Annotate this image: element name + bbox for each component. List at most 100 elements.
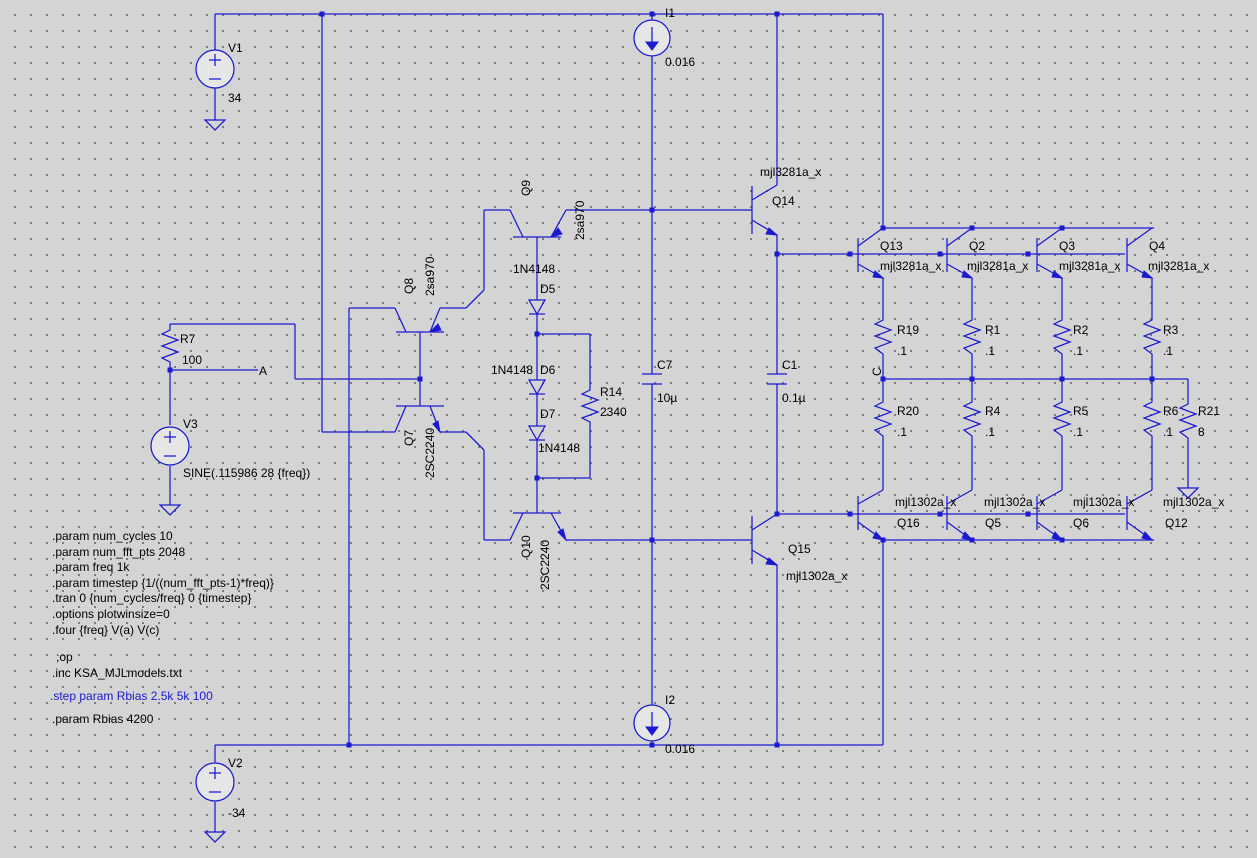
- label-r5-name: R5: [1073, 404, 1089, 418]
- label-q8-value: 2sa970: [423, 256, 437, 296]
- directive-line: .param num_cycles 10: [52, 529, 173, 543]
- transistor-q9: [509, 209, 567, 238]
- label-q16-name: Q16: [897, 516, 920, 530]
- directive-line: .param num_fft_pts 2048: [52, 545, 186, 559]
- resistor-r21: [1178, 400, 1198, 440]
- transistor-q4: [1126, 227, 1154, 279]
- transistor-q12: [1126, 489, 1154, 541]
- label-net-c: C: [870, 367, 884, 376]
- label-r2-name: R2: [1073, 323, 1089, 337]
- step-directive: .step param Rbias 2.5k 5k 100: [50, 689, 213, 703]
- label-r2-value: .1: [1073, 344, 1083, 358]
- label-q10-name: Q10: [519, 535, 533, 558]
- label-q10-value: 2SC2240: [538, 540, 552, 590]
- param-directive: .param Rbias 4200: [52, 712, 154, 726]
- spice-directives: .param num_cycles 10 .param num_fft_pts …: [50, 529, 274, 726]
- resistor-r5: [1052, 398, 1072, 440]
- label-q6-name: Q6: [1073, 516, 1089, 530]
- transistor-q15: [751, 513, 779, 566]
- resistor-r20: [873, 398, 893, 440]
- label-net-a: A: [259, 364, 267, 378]
- transistor-q3: [1036, 227, 1064, 279]
- label-i2-value: 0.016: [665, 742, 695, 756]
- transistor-q16: [857, 489, 885, 541]
- label-q9-name: Q9: [519, 180, 533, 196]
- label-q7-name: Q7: [402, 430, 416, 446]
- resistor-r6: [1142, 398, 1162, 440]
- transistor-q6: [1036, 489, 1064, 541]
- voltage-source-v3[interactable]: [150, 426, 190, 466]
- label-c7-value: 10µ: [657, 391, 677, 405]
- transistor-q10: [509, 512, 567, 542]
- transistor-q2: [946, 227, 974, 279]
- label-r19-value: .1: [897, 344, 907, 358]
- label-r1-value: .1: [985, 344, 995, 358]
- label-q13-value: mjl3281a_x: [880, 259, 941, 273]
- label-r5-value: .1: [1073, 425, 1083, 439]
- transistors: [394, 184, 1154, 566]
- directive-line: .options plotwinsize=0: [52, 607, 170, 621]
- transistor-q13: [857, 227, 885, 279]
- diode-d7: [527, 425, 547, 442]
- diode-d5: [527, 299, 547, 316]
- label-r19-name: R19: [897, 323, 919, 337]
- label-v3-name: V3: [183, 417, 198, 431]
- label-q8-name: Q8: [402, 278, 416, 294]
- label-r6-name: R6: [1163, 404, 1179, 418]
- current-source-i2[interactable]: [633, 704, 671, 742]
- label-r3-name: R3: [1163, 323, 1179, 337]
- label-c1-value: 0.1µ: [782, 391, 806, 405]
- label-q6-value: mjl1302a_x: [1073, 495, 1134, 509]
- label-q14-name: Q14: [772, 194, 795, 208]
- label-q5-value: mjl1302a_x: [984, 495, 1045, 509]
- label-r21-name: R21: [1198, 404, 1220, 418]
- label-q14-value: mjl3281a_x: [760, 165, 821, 179]
- label-r1-name: R1: [985, 323, 1001, 337]
- label-q13-name: Q13: [880, 239, 903, 253]
- resistors: [160, 316, 1198, 440]
- resistor-r19: [873, 316, 893, 358]
- resistor-r2: [1052, 316, 1072, 358]
- directive-line: .param freq 1k: [52, 560, 130, 574]
- transistor-q8: [394, 307, 444, 333]
- ground-symbols: [158, 119, 1200, 843]
- label-q15-value: mjl1302a_x: [786, 569, 847, 583]
- label-q12-name: Q12: [1165, 516, 1188, 530]
- label-r4-value: .1: [985, 425, 995, 439]
- output-leads: [882, 278, 1153, 490]
- directive-comment: ;op: [56, 650, 73, 664]
- label-r21-value: 8: [1198, 425, 1205, 439]
- voltage-source-v2[interactable]: [195, 762, 235, 802]
- label-q12-value: mjl1302a_x: [1163, 495, 1224, 509]
- label-r3-value: .1: [1163, 344, 1173, 358]
- label-q3-value: mjl3281a_x: [1059, 259, 1120, 273]
- current-source-i1[interactable]: [633, 19, 671, 57]
- label-q15-name: Q15: [788, 542, 811, 556]
- diodes: [527, 299, 547, 442]
- voltage-source-v1[interactable]: [195, 49, 235, 89]
- resistor-r14: [580, 386, 600, 424]
- label-d7-name: D7: [540, 407, 556, 421]
- label-c1-name: C1: [782, 358, 798, 372]
- label-q7-value: 2SC2240: [423, 428, 437, 478]
- capacitors: [642, 373, 787, 385]
- label-q5-name: Q5: [985, 516, 1001, 530]
- label-i1-name: I1: [665, 6, 675, 20]
- label-d6-name: D6: [540, 363, 556, 377]
- label-d5-value: 1N4148: [513, 262, 555, 276]
- resistor-r3: [1142, 316, 1162, 358]
- transistor-q7: [394, 405, 444, 434]
- label-d5-name: D5: [540, 282, 556, 296]
- label-v2-value: -34: [228, 806, 246, 820]
- label-i1-value: 0.016: [665, 55, 695, 69]
- label-q4-value: mjl3281a_x: [1148, 259, 1209, 273]
- label-r14-value: 2340: [600, 405, 627, 419]
- resistor-r1: [962, 316, 982, 358]
- label-q3-name: Q3: [1059, 239, 1075, 253]
- label-r7-name: R7: [180, 332, 196, 346]
- directive-line: .tran 0 {num_cycles/freq} 0 {timestep}: [52, 591, 251, 605]
- directive-line: .inc KSA_MJLmodels.txt: [52, 666, 183, 680]
- directive-line: .param timestep {1/((num_fft_pts-1)*freq…: [52, 576, 274, 590]
- label-q2-value: mjl3281a_x: [967, 259, 1028, 273]
